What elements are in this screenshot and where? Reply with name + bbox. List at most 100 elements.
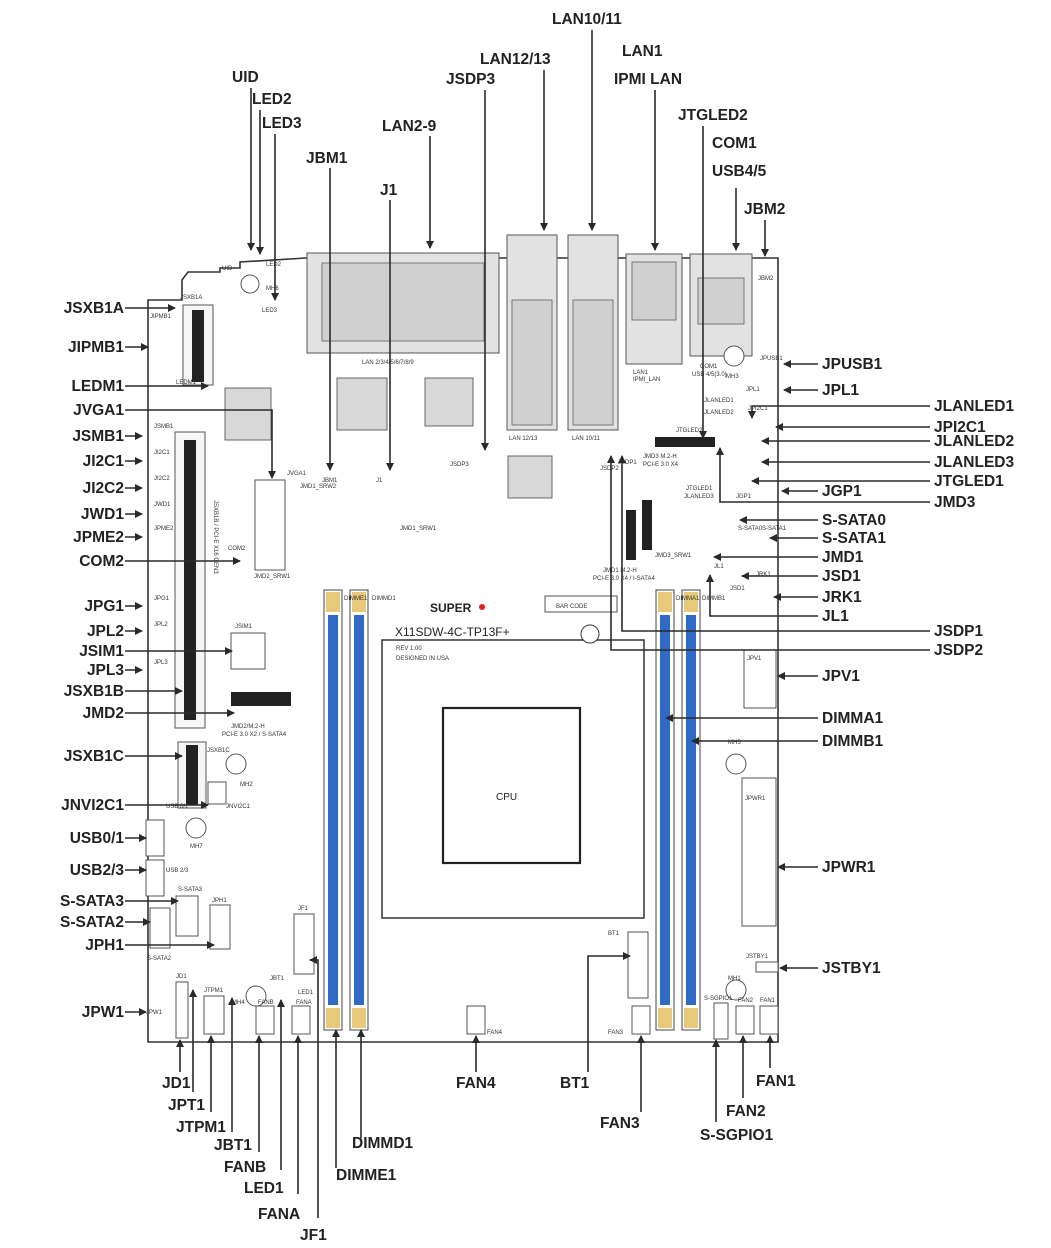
callout-jsdp1: JSDP1	[934, 623, 983, 640]
silk-jsdp2: JSDP2	[600, 466, 619, 472]
barcode-box	[544, 595, 618, 613]
silk-j1: J1	[376, 478, 383, 484]
silk-usb45: USB 4/5(3.0)	[692, 372, 727, 378]
callout-led1: LED1	[244, 1180, 284, 1197]
s-sata3-connector	[175, 895, 199, 937]
silk-jl1: JL1	[714, 564, 724, 570]
silk-jpl3: JPL3	[154, 660, 168, 666]
callout-jmd3: JMD3	[934, 494, 976, 511]
callout-jd1: JD1	[162, 1075, 191, 1092]
callout-fan4: FAN4	[456, 1075, 496, 1092]
silk-jnvi2c1: JNVI2C1	[226, 804, 251, 810]
callout-jsxb1c: JSXB1C	[64, 748, 124, 765]
callout-ledm1: LEDM1	[71, 378, 124, 395]
jmd3-slot	[655, 437, 715, 447]
jsim1-socket	[230, 632, 266, 670]
silk-jstby1: JSTBY1	[746, 954, 769, 960]
s-sgpio1-header	[713, 1002, 729, 1040]
callout-jpme2: JPME2	[73, 529, 124, 546]
callout-ipmi-lan: IPMI LAN	[614, 71, 682, 88]
silk-jph1: JPH1	[212, 898, 227, 904]
callout-jpw1: JPW1	[82, 1004, 125, 1021]
callout-jpwr1: JPWR1	[822, 859, 876, 876]
silk-jsim1: JSIM1	[235, 624, 253, 630]
silk-ssata0: S-SATA0	[738, 526, 763, 532]
s-sata2-connector	[149, 907, 171, 949]
callout-s-sgpio1: S-SGPIO1	[700, 1127, 774, 1144]
silk-jlanled1: JLANLED1	[704, 398, 734, 404]
cpu-die	[441, 706, 582, 865]
silk-jsmb1: JSMB1	[154, 424, 174, 430]
silk-mh6: MH6	[266, 286, 279, 292]
silk-bt1: BT1	[608, 931, 620, 937]
callout-jpt1: JPT1	[168, 1097, 205, 1114]
brand-dot	[479, 604, 485, 610]
silk-com1: COM1	[700, 364, 718, 370]
callout-fan3: FAN3	[600, 1115, 640, 1132]
callout-jlanled3: JLANLED3	[934, 454, 1014, 471]
silk-jwd1: JWD1	[154, 502, 171, 508]
callout-jlanled1: JLANLED1	[934, 398, 1014, 415]
silk-jbt1: JBT1	[270, 976, 285, 982]
callout-jwd1: JWD1	[81, 506, 124, 523]
jph1-header	[209, 904, 231, 950]
silk-dimme1: DIMME1	[344, 596, 368, 602]
silk-sgpio: S-SGPIO1	[704, 996, 733, 1002]
silk-mh3: MH3	[726, 374, 739, 380]
callout-jgp1: JGP1	[822, 483, 862, 500]
chip-phy	[424, 377, 474, 427]
dimma1-slot	[655, 589, 675, 1031]
silk-dimma1: DIMMA1	[676, 596, 700, 602]
silk-jbm2: JBM2	[758, 276, 774, 282]
callout-lan1: LAN1	[622, 43, 663, 60]
callout-fan1: FAN1	[756, 1073, 796, 1090]
callout-dimmb1: DIMMB1	[822, 733, 884, 750]
usb23-header	[145, 859, 165, 897]
callout-jsim1: JSIM1	[79, 643, 124, 660]
callout-lan2-9: LAN2-9	[382, 118, 437, 135]
silk-lan1: LAN1	[633, 370, 649, 376]
silk-jsxb1b: JSXB1B / PCI-E X16 GEN3	[212, 500, 218, 574]
jpv1-connector	[743, 649, 777, 709]
silk-ji2c1: JI2C1	[154, 450, 170, 456]
silk-mh2: MH2	[240, 782, 253, 788]
chip-small	[507, 455, 553, 499]
barcode-label: BAR CODE	[556, 604, 587, 610]
silk-mh7: MH7	[190, 844, 203, 850]
callout-jlanled2: JLANLED2	[934, 433, 1014, 450]
callout-com2: COM2	[79, 553, 124, 570]
silk-fan4: FAN4	[487, 1030, 503, 1036]
jpwr1-connector	[741, 777, 777, 927]
mount-hole-mh2	[225, 753, 247, 775]
silk-mh1: MH1	[728, 976, 741, 982]
silk-jmd3sub: PCI-E 3.0 X4	[643, 462, 679, 468]
cert-mark	[580, 624, 600, 644]
silk-jgp1: JGP1	[736, 494, 752, 500]
mount-hole-top-left	[240, 274, 260, 294]
silk-dimmd1: DIMMD1	[372, 596, 396, 602]
callout-jsxb1b: JSXB1B	[64, 683, 124, 700]
jvga1-header	[254, 479, 286, 571]
callout-jl1: JL1	[822, 608, 849, 625]
silk-fan2: FAN2	[738, 998, 754, 1004]
callout-jsdp3: JSDP3	[446, 71, 495, 88]
silk-jmd1sub: PCI-E 3.0 X4 / I-SATA4	[593, 576, 655, 582]
callout-jpi2c1: JPI2C1	[934, 419, 986, 436]
silk-jsd1: JSD1	[730, 586, 745, 592]
fan2-header	[735, 1005, 755, 1035]
silk-usb01: USB 0/1	[166, 804, 189, 810]
silk-jpusb1: JPUSB1	[760, 356, 783, 362]
silk-jpl1: JPL1	[746, 387, 760, 393]
dimmb1-slot	[681, 589, 701, 1031]
silk-jpi2c1: JPI2C1	[748, 406, 768, 412]
silk-jsxb1a: JSXB1A	[180, 295, 202, 301]
callout-arrows	[125, 30, 930, 1218]
callout-jtgled2: JTGLED2	[678, 107, 748, 124]
callout-jbt1: JBT1	[214, 1137, 252, 1154]
silk-jtpm1: JTPM1	[204, 988, 224, 994]
callout-led3: LED3	[262, 115, 302, 132]
mount-hole-mh4	[245, 985, 267, 1007]
silk-jpl2: JPL2	[154, 622, 168, 628]
silk-s-sata3: S-SATA3	[178, 887, 203, 893]
